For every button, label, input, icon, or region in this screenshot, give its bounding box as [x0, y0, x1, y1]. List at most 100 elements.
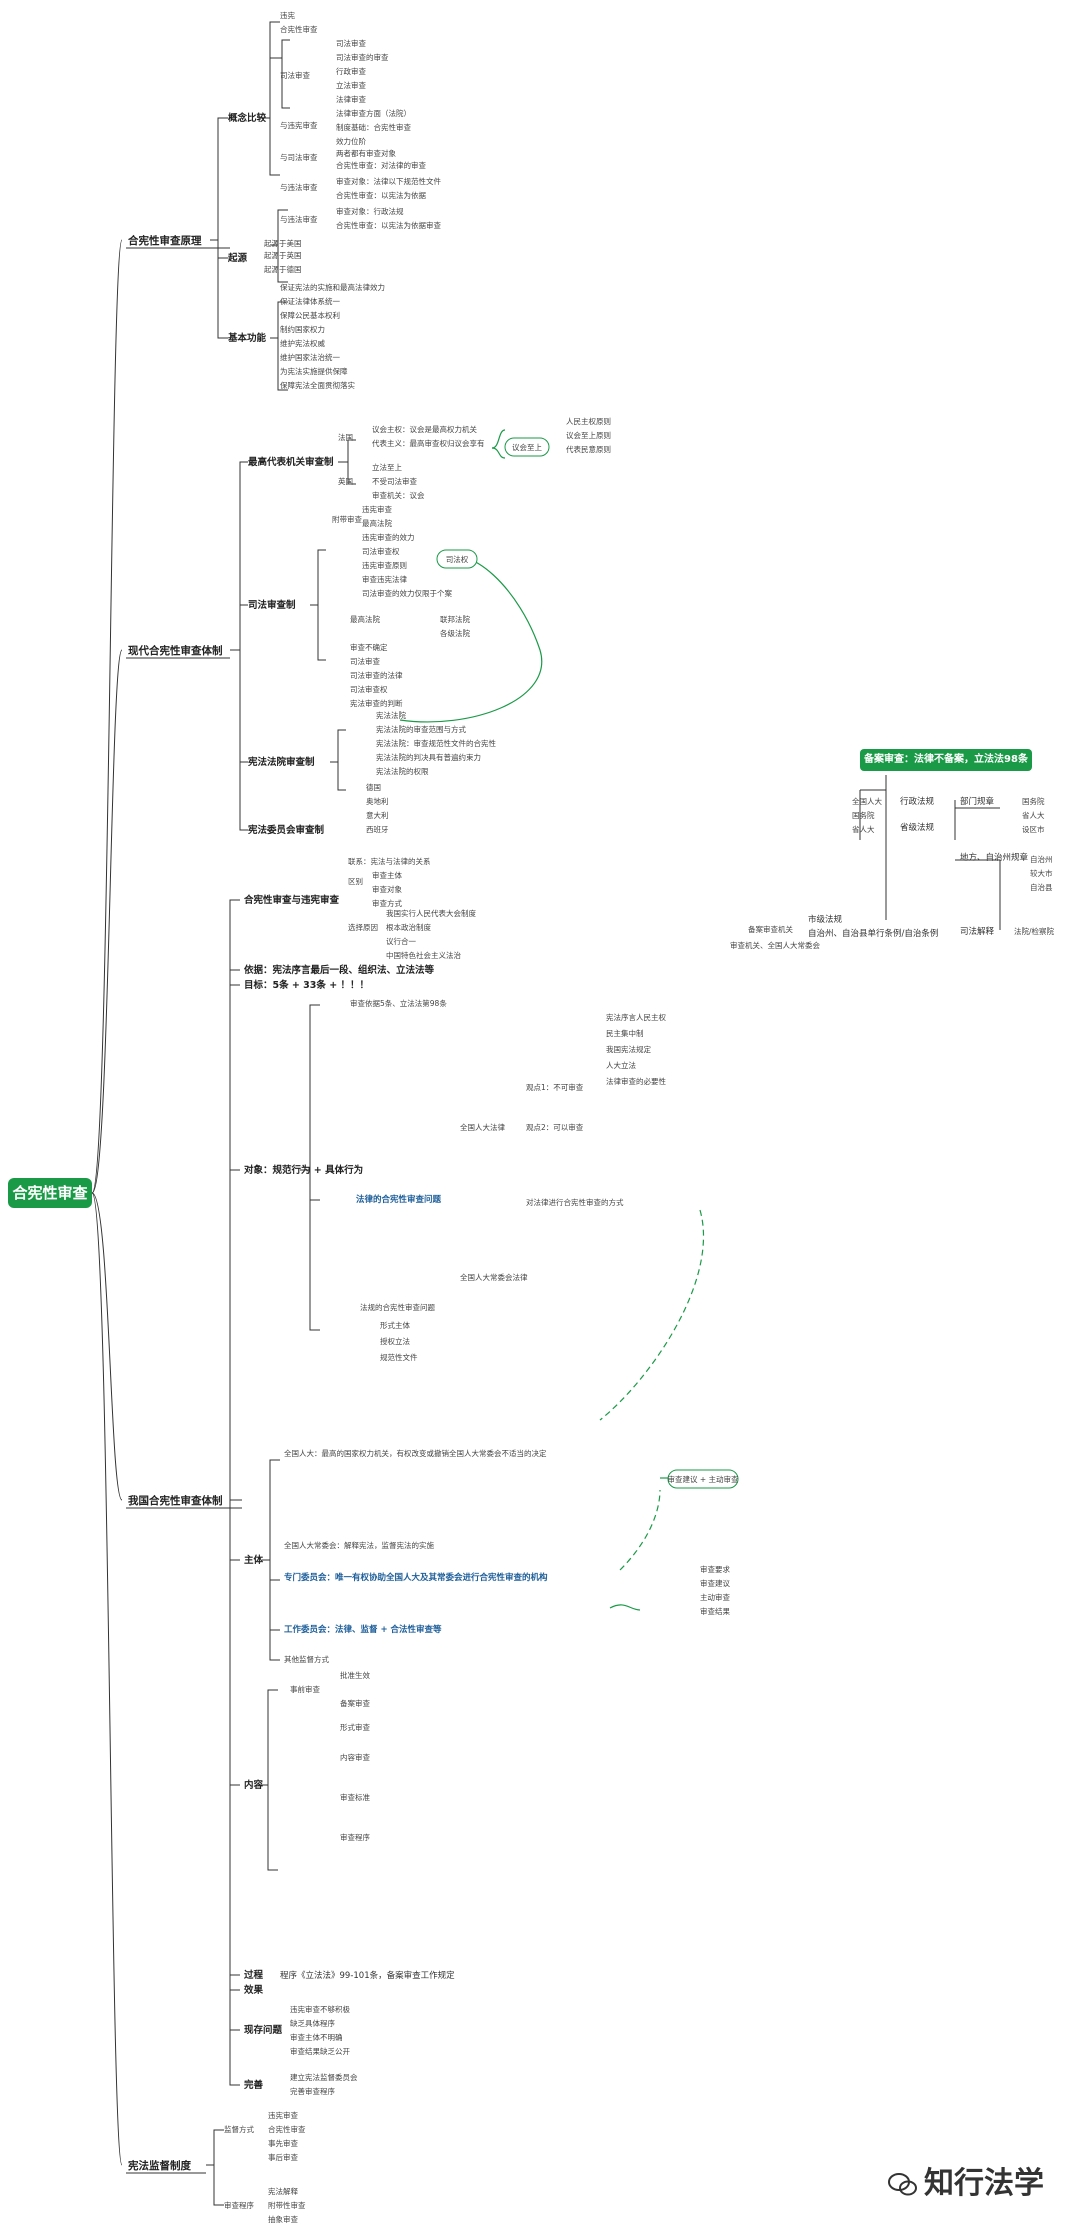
b1-concept: 概念比较 — [228, 112, 267, 124]
svg-text:代表民意原则: 代表民意原则 — [566, 444, 611, 454]
b3-process-label: 过程 — [244, 1969, 264, 1981]
right-tree-connectors — [859, 775, 1001, 930]
svg-text:保证宪法的实施和最高法律效力: 保证宪法的实施和最高法律效力 — [280, 282, 385, 292]
svg-text:法律审查: 法律审查 — [336, 94, 366, 104]
svg-text:维护国家法治统一: 维护国家法治统一 — [280, 352, 340, 362]
svg-text:意大利: 意大利 — [366, 810, 389, 820]
svg-text:抽象审查: 抽象审查 — [268, 2214, 298, 2224]
wechat-icon — [888, 2172, 917, 2195]
svg-text:审查对象：行政法规: 审查对象：行政法规 — [336, 206, 404, 216]
svg-text:审查依据5条、立法法第98条: 审查依据5条、立法法第98条 — [350, 998, 447, 1008]
svg-text:授权立法: 授权立法 — [380, 1336, 410, 1346]
svg-text:审查建议: 审查建议 — [700, 1578, 730, 1588]
b3-content: 内容 — [244, 1779, 264, 1791]
svg-text:宪法法院的权限: 宪法法院的权限 — [376, 766, 429, 776]
bubble-rep: 议会至上 — [512, 442, 542, 452]
svg-text:西班牙: 西班牙 — [366, 824, 389, 834]
svg-text:与违宪审查: 与违宪审查 — [280, 120, 318, 130]
svg-text:形式主体: 形式主体 — [380, 1320, 410, 1330]
svg-text:规范性文件: 规范性文件 — [380, 1352, 418, 1362]
svg-text:主动审查: 主动审查 — [700, 1592, 730, 1602]
svg-text:议会至上原则: 议会至上原则 — [566, 430, 611, 440]
svg-text:审查程序: 审查程序 — [224, 2200, 254, 2210]
svg-text:违宪: 违宪 — [280, 10, 295, 20]
svg-text:内容审查: 内容审查 — [340, 1752, 370, 1762]
svg-text:司法审查的审查: 司法审查的审查 — [336, 52, 389, 62]
svg-text:司法审查的效力仅限于个案: 司法审查的效力仅限于个案 — [362, 588, 452, 598]
branch-supervision: 宪法监督制度 — [128, 2159, 191, 2172]
branch-modern: 现代合宪性审查体制 — [128, 644, 223, 657]
root-node: 合宪性审查 — [8, 1178, 92, 1208]
svg-text:缺乏具体程序: 缺乏具体程序 — [290, 2018, 335, 2028]
svg-text:法国: 法国 — [338, 432, 353, 442]
connectors — [91, 21, 356, 2206]
svg-text:审查主体: 审查主体 — [372, 870, 402, 880]
b1-origin: 起源 — [227, 252, 248, 264]
b3-basis: 依据：宪法序言最后一段、组织法、立法法等 — [244, 964, 435, 976]
svg-text:为宪法实施提供保障: 为宪法实施提供保障 — [280, 366, 348, 376]
svg-text:观点2：可以审查: 观点2：可以审查 — [526, 1122, 584, 1132]
svg-text:审查结果缺乏公开: 审查结果缺乏公开 — [290, 2046, 350, 2056]
svg-text:审查程序: 审查程序 — [340, 1832, 370, 1842]
svg-text:备案审查: 备案审查 — [340, 1698, 370, 1708]
svg-text:全国人大法律: 全国人大法律 — [460, 1122, 505, 1132]
svg-text:议会主权：议会是最高权力机关: 议会主权：议会是最高权力机关 — [372, 424, 477, 434]
svg-text:宪法审查的判断: 宪法审查的判断 — [350, 698, 403, 708]
svg-text:全国人大常委会：解释宪法，监督宪法的实施: 全国人大常委会：解释宪法，监督宪法的实施 — [284, 1540, 434, 1550]
svg-text:英国: 英国 — [338, 476, 353, 486]
svg-text:省人大: 省人大 — [852, 824, 875, 834]
svg-text:宪法法院的审查范围与方式: 宪法法院的审查范围与方式 — [376, 724, 466, 734]
svg-text:违宪审查的效力: 违宪审查的效力 — [362, 532, 415, 542]
focus-banner: 备案审查：法律不备案，立法法98条 — [860, 749, 1032, 771]
level1-labels: 合宪性审查原理 现代合宪性审查体制 我国合宪性审查体制 宪法监督制度 — [126, 234, 242, 2174]
svg-text:效力位阶: 效力位阶 — [336, 136, 366, 146]
svg-text:部门规章: 部门规章 — [960, 796, 995, 807]
svg-text:完善审查程序: 完善审查程序 — [290, 2086, 335, 2096]
svg-text:宪法序言人民主权: 宪法序言人民主权 — [606, 1012, 666, 1022]
svg-text:自治州、自治县单行条例/自治条例: 自治州、自治县单行条例/自治条例 — [808, 928, 938, 939]
svg-text:合宪性审查：以宪法为依据: 合宪性审查：以宪法为依据 — [336, 190, 426, 200]
svg-text:附带审查: 附带审查 — [332, 514, 362, 524]
svg-text:审查方式: 审查方式 — [372, 898, 402, 908]
svg-text:较大市: 较大市 — [1030, 868, 1053, 878]
svg-text:司法审查: 司法审查 — [350, 656, 380, 666]
svg-text:起源于美国: 起源于美国 — [264, 238, 302, 248]
b3-object: 对象：规范行为 + 具体行为 — [244, 1164, 363, 1176]
svg-text:法律审查方面（法院）: 法律审查方面（法院） — [336, 108, 411, 118]
branch-china: 我国合宪性审查体制 — [128, 1494, 223, 1507]
svg-text:各级法院: 各级法院 — [440, 628, 470, 638]
b3-problems: 现存问题 — [244, 2024, 283, 2036]
svg-text:司法审查的法律: 司法审查的法律 — [350, 670, 403, 680]
svg-text:工作委员会：法律、监督 + 合法性审查等: 工作委员会：法律、监督 + 合法性审查等 — [284, 1624, 442, 1635]
svg-text:事后审查: 事后审查 — [268, 2152, 298, 2162]
svg-text:事先审查: 事先审查 — [268, 2138, 298, 2148]
b3-main: 主体 — [244, 1554, 264, 1566]
svg-text:省人大: 省人大 — [1022, 810, 1045, 820]
svg-text:根本政治制度: 根本政治制度 — [386, 922, 431, 932]
svg-text:两者都有审查对象: 两者都有审查对象 — [336, 148, 396, 158]
b2-court: 司法审查制 — [248, 599, 296, 611]
svg-text:联邦法院: 联邦法院 — [440, 614, 470, 624]
svg-text:观点1：不可审查: 观点1：不可审查 — [526, 1082, 584, 1092]
svg-text:德国: 德国 — [366, 782, 381, 792]
svg-text:审查对象: 审查对象 — [372, 884, 402, 894]
svg-text:起源于英国: 起源于英国 — [264, 250, 302, 260]
svg-text:法规的合宪性审查问题: 法规的合宪性审查问题 — [360, 1302, 435, 1312]
svg-text:其他监督方式: 其他监督方式 — [284, 1654, 329, 1664]
svg-text:民主集中制: 民主集中制 — [606, 1028, 644, 1038]
b2-const-court: 宪法法院审查制 — [248, 756, 315, 768]
svg-text:选择原因: 选择原因 — [348, 922, 378, 932]
svg-text:地方、自治州规章: 地方、自治州规章 — [960, 852, 1029, 863]
svg-text:最高法院: 最高法院 — [350, 614, 380, 624]
svg-text:省级法规: 省级法规 — [900, 822, 935, 833]
svg-text:司法解释: 司法解释 — [960, 926, 995, 937]
svg-text:国务院: 国务院 — [1022, 796, 1045, 806]
svg-text:代表主义：最高审查权归议会享有: 代表主义：最高审查权归议会享有 — [372, 438, 485, 448]
svg-text:合宪性审查：以宪法为依据审查: 合宪性审查：以宪法为依据审查 — [336, 220, 441, 230]
svg-text:司法审查权: 司法审查权 — [362, 546, 400, 556]
svg-text:合宪性审查：对法律的审查: 合宪性审查：对法律的审查 — [336, 160, 426, 170]
svg-text:审查主体不明确: 审查主体不明确 — [290, 2032, 343, 2042]
svg-text:司法审查: 司法审查 — [336, 38, 366, 48]
svg-text:专门委员会：唯一有权协助全国人大及其常委会进行合宪性审查的机: 专门委员会：唯一有权协助全国人大及其常委会进行合宪性审查的机构 — [284, 1572, 548, 1583]
svg-text:审查不确定: 审查不确定 — [350, 642, 388, 652]
